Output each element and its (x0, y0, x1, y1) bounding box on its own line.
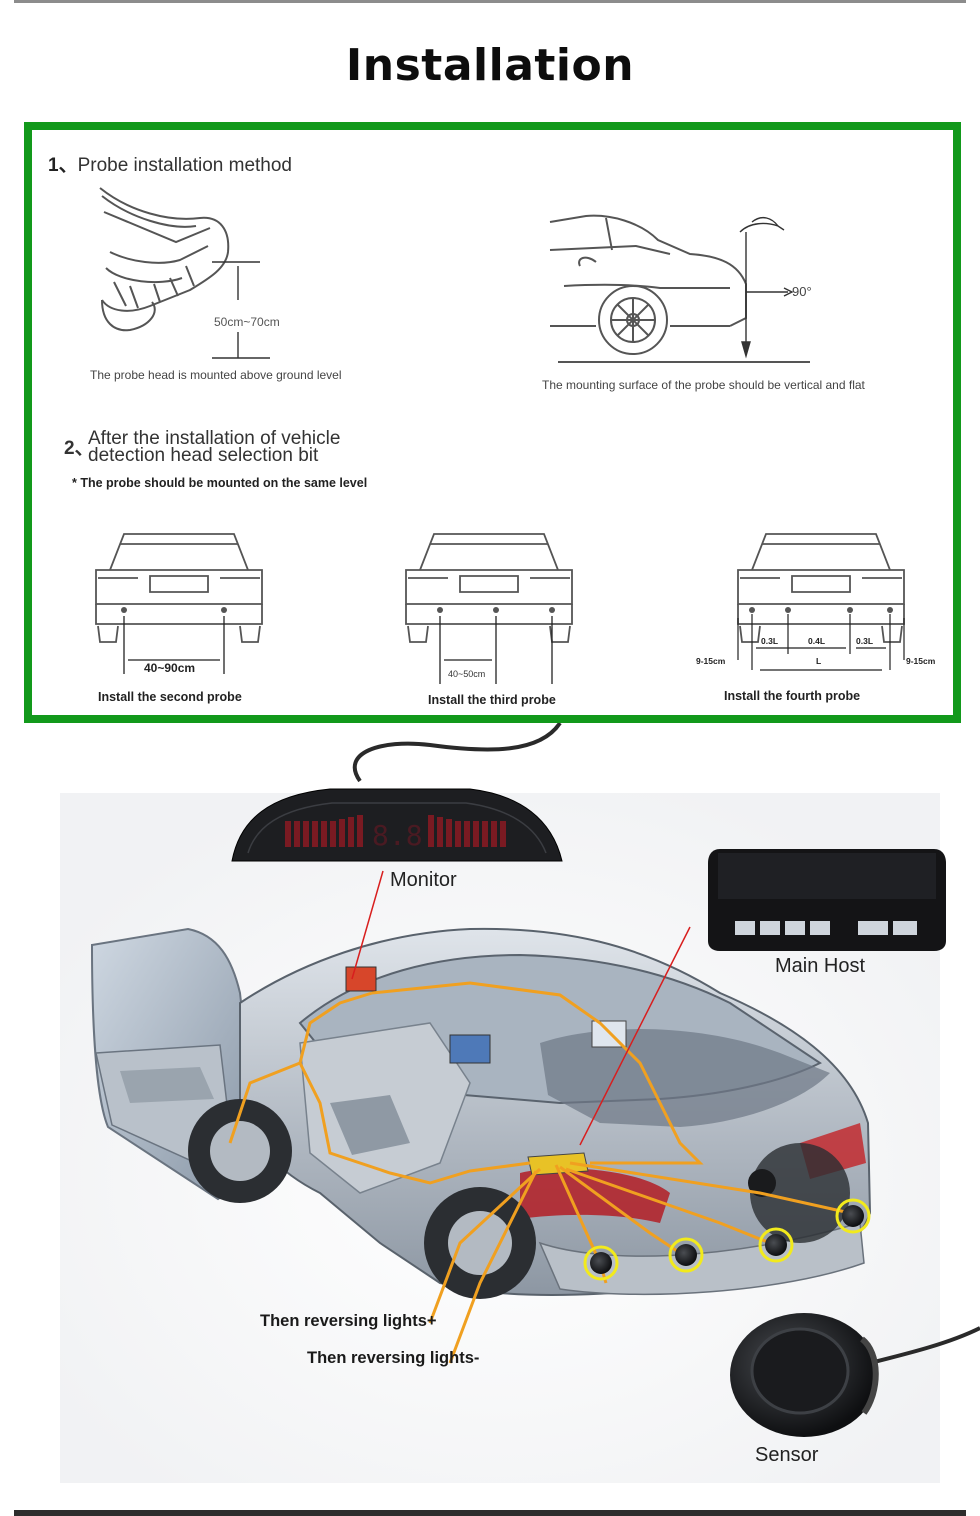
same-level-note: * The probe should be mounted on the sam… (72, 476, 368, 490)
wiring-scene: 8.8 (60, 721, 980, 1483)
angle-caption: The mounting surface of the probe should… (542, 378, 865, 392)
reverse-light-positive-label: Then reversing lights+ (260, 1312, 437, 1330)
section1-heading: 1、Probe installation method (48, 150, 292, 177)
car-illustration (90, 927, 872, 1299)
four-probe-edge-right: 9-15cm (906, 656, 936, 666)
section2-heading: 2、 After the installation of vehicle det… (64, 428, 341, 466)
second-probe-caption: Install the second probe (98, 690, 242, 704)
section2-number: 2、 (64, 438, 94, 459)
monitor-label: Monitor (390, 869, 457, 891)
four-probe-span: L (816, 656, 821, 666)
monitor-display: 8.8 (231, 788, 563, 862)
four-probe-gap-right: 0.3L (856, 636, 873, 646)
main-host-label: Main Host (775, 955, 866, 977)
fourth-probe-caption: Install the fourth probe (724, 689, 861, 703)
top-divider (14, 0, 966, 3)
third-probe-caption: Install the third probe (428, 693, 556, 707)
angle-label: 90° (792, 284, 812, 299)
main-host-box (708, 849, 946, 951)
section1-title: Probe installation method (77, 155, 292, 176)
reverse-light-negative-label: Then reversing lights- (307, 1349, 480, 1367)
two-probe-layout-sketch: 40~90cm (95, 533, 263, 675)
four-probe-edge-left: 9-15cm (696, 656, 726, 666)
four-probe-layout-sketch: 0.3L 0.4L 0.3L L 9-15cm 9-15cm (696, 533, 936, 671)
four-probe-gap-left: 0.3L (761, 636, 778, 646)
page-title: Installation (345, 40, 635, 91)
callout-pointers (351, 870, 691, 1146)
bottom-divider (14, 1510, 966, 1516)
bumper-height-sketch: 50cm~70cm (99, 187, 280, 359)
two-probe-dimension: 40~90cm (144, 661, 195, 675)
four-probe-gap-middle: 0.4L (808, 636, 825, 646)
monitor-readout: 8.8 (372, 819, 423, 852)
three-probe-layout-sketch: 40~50cm (405, 533, 573, 684)
vertical-mount-sketch: 90° (549, 214, 812, 363)
height-range-label: 50cm~70cm (214, 315, 280, 329)
wiring-illustration: 8.8 (0, 721, 980, 1510)
height-caption: The probe head is mounted above ground l… (90, 368, 342, 382)
section2-title-line2: detection head selection bit (88, 445, 319, 466)
bumper-sensors (583, 1198, 871, 1281)
sensor-label: Sensor (755, 1444, 819, 1466)
section1-number: 1、 (48, 155, 78, 176)
section2-title-line1: After the installation of vehicle (88, 428, 341, 449)
three-probe-dimension: 40~50cm (448, 669, 485, 679)
installation-guide-panel: 1、Probe installation method 50cm~70cm Th… (24, 122, 961, 723)
wiring-harness (228, 981, 851, 1364)
sensor-closeup (730, 1313, 879, 1437)
